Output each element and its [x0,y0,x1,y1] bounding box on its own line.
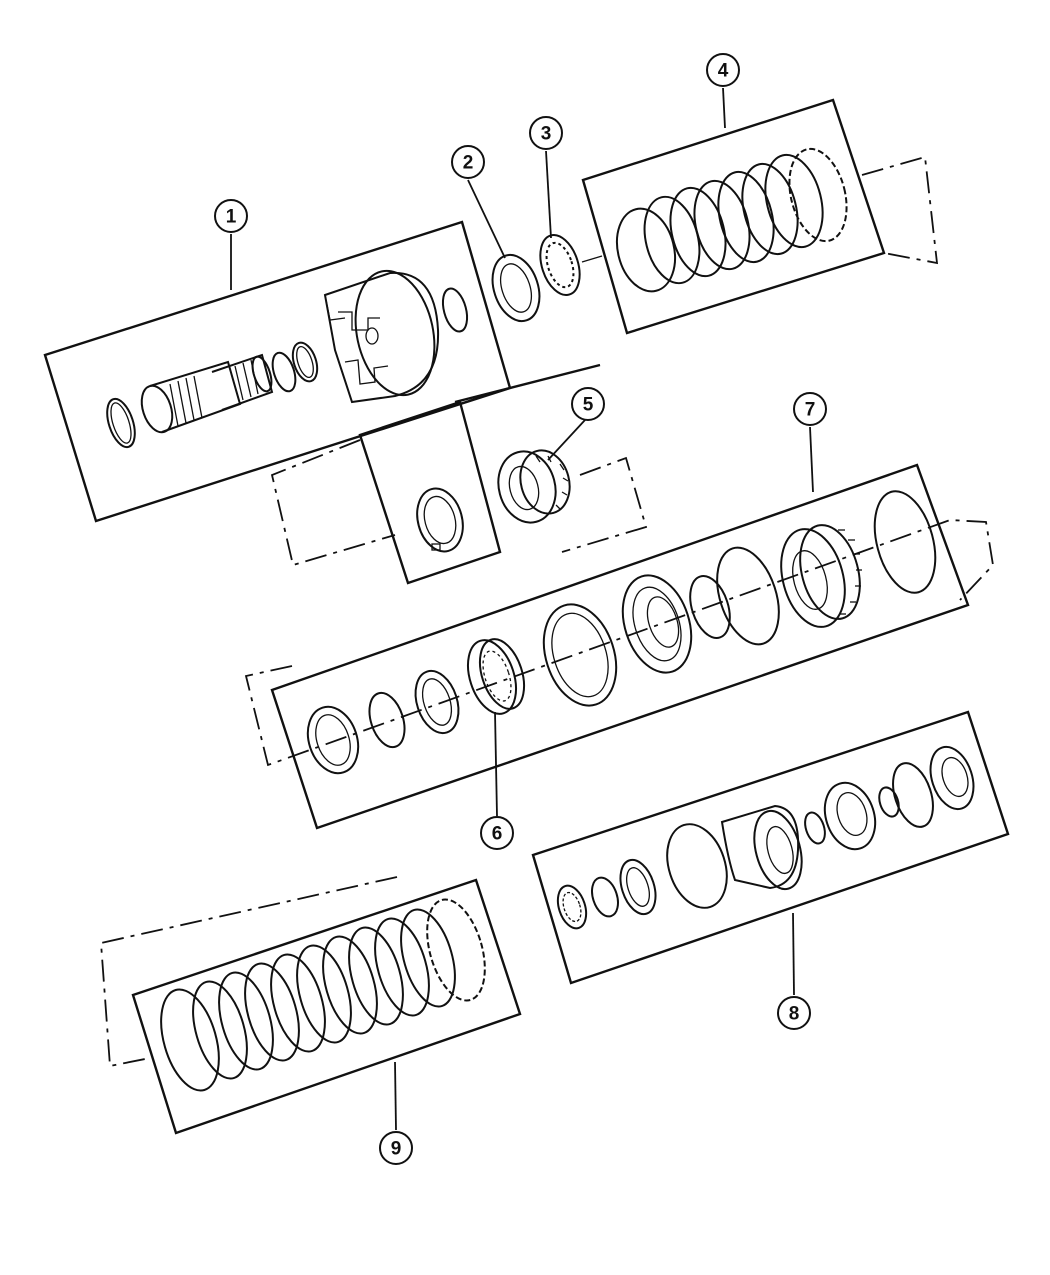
group-8-frame [531,710,1010,985]
callout-8-label: 8 [789,1004,800,1025]
group-4-clutch-pack [581,98,939,335]
callout-9-label: 9 [391,1139,402,1160]
planetary-drum [780,524,862,628]
group-9-dashed-outline [100,876,398,1068]
group-4-dashed-outline [861,155,939,265]
group-7-assembly [244,463,994,830]
callout-4-label: 4 [718,61,729,82]
rear-drum [720,804,803,891]
callout-6-label: 6 [492,824,503,845]
callout-2-label: 2 [463,153,474,174]
callout-5: 5 [571,387,605,421]
group-1-frame [43,220,512,523]
callout-1-label: 1 [226,207,237,228]
callout-2: 2 [451,145,485,179]
callout-3: 3 [529,116,563,150]
input-shaft [140,353,274,434]
clutch-plates-9 [160,898,486,1092]
leader-lines [230,87,814,1131]
part-5-bearing [497,449,571,524]
group-9-clutch-pack [100,876,522,1135]
group-9-frame [131,878,522,1135]
group-7-frame [270,463,970,830]
callout-3-label: 3 [541,124,552,145]
part-6-needle-bearing [467,638,526,715]
part-5-dashed-outline [561,456,648,553]
group-4-frame [581,98,886,335]
group-1-input-shaft-assembly [43,220,512,523]
callout-4: 4 [706,53,740,87]
clutch-hub [323,269,440,404]
left-dashed-outline [270,439,396,567]
part-2-thrust-washer [491,253,541,323]
reaction-frame [358,400,502,585]
part-3-thrust-bearing [539,233,603,297]
callout-7-label: 7 [805,400,816,421]
callout-9: 9 [379,1131,413,1165]
callout-6: 6 [480,816,514,850]
callout-8: 8 [777,996,811,1030]
callout-5-label: 5 [583,395,594,416]
callout-7: 7 [793,392,827,426]
callout-1: 1 [214,199,248,233]
clutch-plates-4 [615,147,848,293]
group-8-assembly [531,710,1010,985]
group-7-dashed-outline [244,519,994,767]
middle-left-frames [270,363,648,585]
